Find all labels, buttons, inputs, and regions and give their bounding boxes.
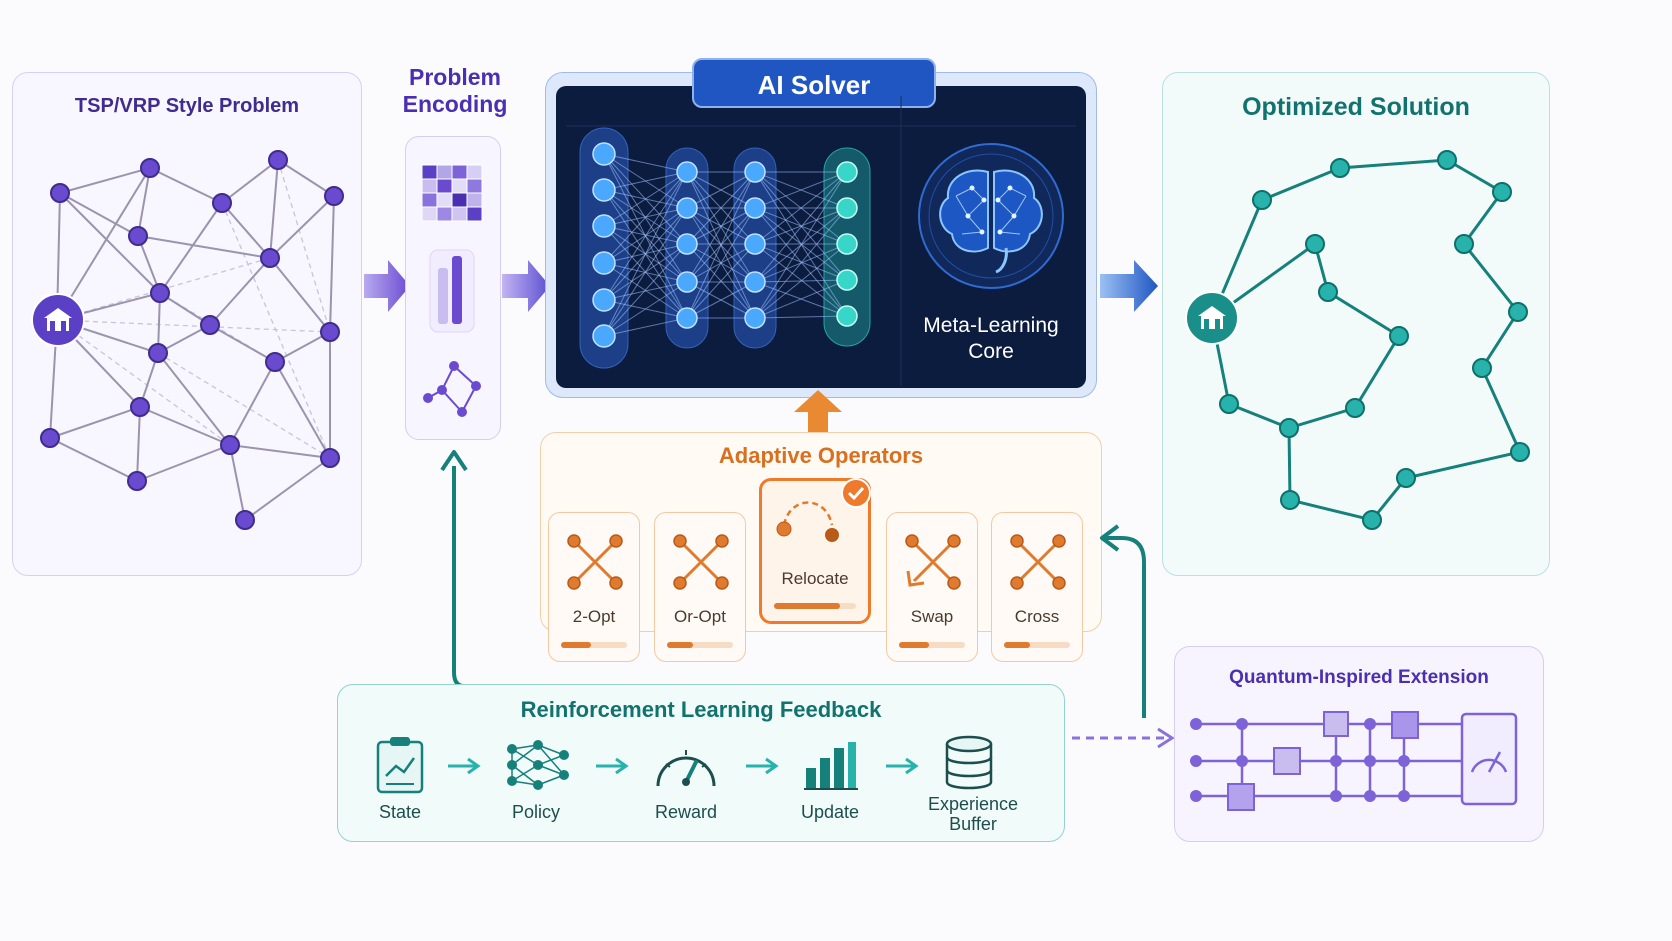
gauge-icon: [656, 750, 716, 787]
rl-step-state: State: [378, 802, 422, 822]
neural-network: [566, 96, 1076, 386]
operator-label: 2-Opt: [572, 607, 616, 626]
operator-weight-bar: [1004, 642, 1070, 648]
dashed-arrow-icon: [1072, 727, 1175, 749]
depot-icon: [31, 293, 85, 347]
quantum-title: Quantum-Inspired Extension: [1229, 667, 1489, 688]
step-arrow-icon: [448, 757, 481, 775]
operator-card-2-opt[interactable]: 2-Opt: [548, 512, 640, 662]
operator-card-swap[interactable]: Swap: [886, 512, 978, 662]
rl-step-reward: Reward: [654, 802, 718, 822]
operator-card-relocate[interactable]: Relocate: [759, 478, 871, 624]
rl-title: Reinforcement Learning Feedback: [520, 697, 882, 722]
step-arrow-icon: [596, 757, 629, 775]
problem-graph: [40, 150, 344, 530]
operator-card-or-opt[interactable]: Or-Opt: [654, 512, 746, 662]
database-icon: [945, 735, 993, 790]
flow-arrow-icon: [1100, 260, 1158, 312]
encoding-title-line1: Problem: [408, 64, 502, 90]
operator-weight-bar: [667, 642, 733, 648]
solution-depot-icon: [1185, 291, 1239, 345]
feedback-arrow-up-icon: [440, 450, 468, 688]
operator-label: Cross: [1014, 607, 1060, 626]
network-icon: [507, 740, 569, 790]
operator-weight-bar: [899, 642, 965, 648]
vector-bars-icon: [429, 249, 475, 333]
rl-step-buffer: Buffer: [949, 814, 997, 834]
core-label-line2: Core: [968, 340, 1014, 363]
solver-title-bar: AI Solver: [692, 58, 936, 108]
operator-label: Relocate: [781, 569, 849, 588]
clipboard-chart-icon: [376, 737, 424, 794]
brain-icon: [918, 143, 1064, 289]
operators-title: Adaptive Operators: [718, 443, 924, 468]
rl-step-policy: Policy: [511, 802, 560, 822]
solution-title: Optimized Solution: [1242, 93, 1470, 121]
solver-title: AI Solver: [757, 70, 871, 100]
core-label-line1: Meta-Learning: [923, 314, 1059, 337]
operator-card-cross[interactable]: Cross: [991, 512, 1083, 662]
flow-arrow-icon: [364, 260, 410, 312]
solution-route: [1210, 150, 1530, 530]
step-arrow-icon: [746, 757, 779, 775]
rl-step-experience: Experience: [927, 794, 1019, 814]
encoding-title-line2: Encoding: [402, 91, 508, 117]
step-arrow-icon: [886, 757, 919, 775]
matrix-icon: [421, 164, 483, 222]
operator-weight-bar: [774, 603, 856, 609]
graph-encoding-icon: [423, 361, 481, 417]
bar-chart-icon: [804, 742, 858, 790]
operator-weight-bar: [561, 642, 627, 648]
rl-step-update: Update: [800, 802, 860, 822]
problem-title: TSP/VRP Style Problem: [74, 95, 300, 117]
operator-label: Swap: [910, 607, 954, 626]
feedback-arrow-left-icon: [1100, 524, 1146, 718]
operator-label: Or-Opt: [674, 607, 726, 626]
quantum-circuit: [1190, 711, 1518, 811]
flow-arrow-icon: [502, 260, 550, 312]
up-arrow-icon: [794, 390, 842, 432]
